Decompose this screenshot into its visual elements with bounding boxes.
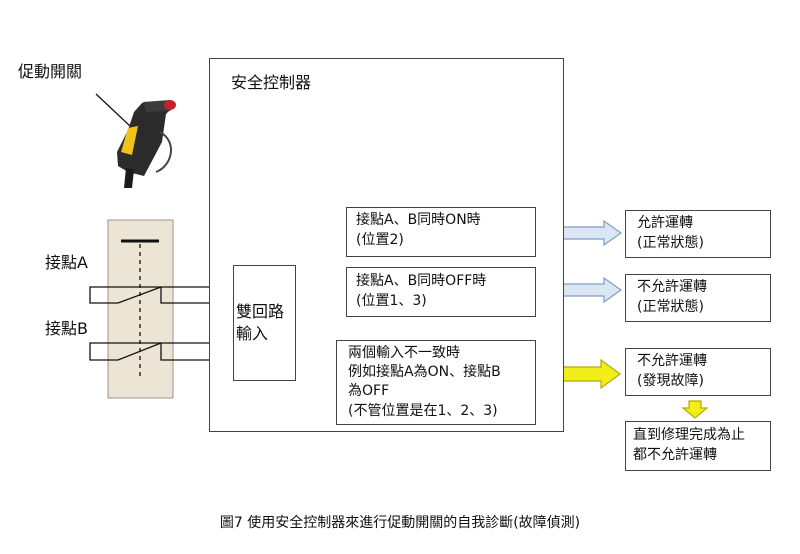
enabling-switch-picture [117, 100, 176, 188]
condition-both-on-line2: (位置2) [356, 232, 404, 248]
figure-caption: 圖7 使用安全控制器來進行促動開關的自我診斷(故障偵測) [219, 515, 581, 531]
condition-both-on [346, 207, 536, 257]
result-allow-line2: (正常狀態) [637, 235, 704, 251]
dual-input-label: 雙回路 輸入 [236, 302, 285, 343]
result-deny-fault [625, 348, 771, 396]
condition-mismatch-line1: 兩個輸入不一致時 [348, 345, 460, 361]
result-deny-fault-line1: 不允許運轉 [637, 353, 707, 369]
condition-both-off [346, 267, 536, 317]
trigger-switch-label: 促動開關 [18, 62, 83, 81]
result-deny-normal-line1: 不允許運轉 [637, 279, 707, 295]
result-deny-normal-line2: (正常狀態) [637, 299, 704, 315]
final-result-line2: 都不允許運轉 [633, 447, 717, 463]
condition-both-off-line2: (位置1、3) [356, 293, 427, 309]
contact-b-label: 接點B [45, 319, 88, 338]
condition-mismatch-line2: 例如接點A為ON、接點B [348, 364, 501, 380]
final-result-box [625, 421, 771, 471]
condition-mismatch [336, 340, 536, 425]
condition-mismatch-line4: (不管位置是在1、2、3) [348, 403, 498, 419]
result-deny-fault-line2: (發現故障) [637, 373, 704, 389]
result-allow [625, 210, 771, 258]
controller-title: 安全控制器 [231, 73, 312, 92]
condition-mismatch-line3: 為OFF [348, 383, 390, 399]
contact-a-label: 接點A [45, 253, 88, 272]
final-result-line1: 直到修理完成為止 [633, 427, 745, 443]
result-allow-line1: 允許運轉 [637, 215, 693, 231]
dual-input-box [233, 265, 296, 381]
condition-both-on-line1: 接點A、B同時ON時 [356, 212, 481, 228]
arrow-down [681, 400, 709, 419]
result-deny-normal [625, 274, 771, 322]
condition-both-off-line1: 接點A、B同時OFF時 [356, 273, 487, 289]
